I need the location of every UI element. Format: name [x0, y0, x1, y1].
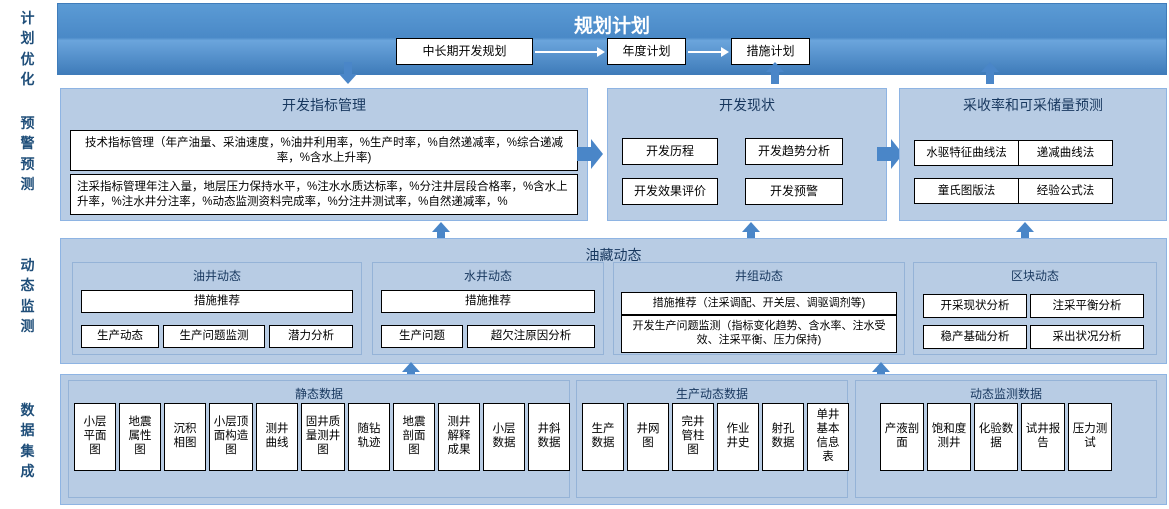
rail-char: 测 — [20, 175, 36, 192]
node-while-drilling-trajectory[interactable]: 随钻轨迹 — [348, 403, 390, 471]
node-logging-interpretation-results[interactable]: 测井解释成果 — [438, 403, 480, 471]
node-laboratory-test-data[interactable]: 化验数据 — [974, 403, 1018, 471]
rail-item-plan-optimization[interactable]: 计 划 优 化 — [0, 8, 56, 89]
node-over-under-injection-cause-analysis[interactable]: 超欠注原因分析 — [467, 325, 595, 348]
rail-char: 计 — [20, 10, 36, 26]
node-injection-production-index-management[interactable]: 注采指标管理年注入量，地层压力保持水平，%注水水质达标率，%分注井层段合格率，%… — [70, 174, 578, 215]
left-rail: 计 划 优 化 预 警 预 测 动 态 监 测 数 据 集 成 — [0, 0, 56, 509]
node-empirical-formula-method[interactable]: 经验公式法 — [1018, 178, 1113, 204]
rail-char: 成 — [20, 462, 36, 479]
node-oil-well-production-dynamics[interactable]: 生产动态 — [81, 325, 159, 348]
node-sedimentary-facies-map[interactable]: 沉积相图 — [164, 403, 206, 471]
node-development-effect-evaluation[interactable]: 开发效果评价 — [622, 178, 718, 205]
node-development-history[interactable]: 开发历程 — [622, 138, 718, 165]
node-well-test-report[interactable]: 试井报告 — [1021, 403, 1065, 471]
subpanel-title-production-dynamic-data: 生产动态数据 — [675, 387, 748, 401]
rail-char: 预 — [20, 115, 36, 131]
subpanel-title-water-well-dynamics: 水井动态 — [463, 269, 512, 283]
arrow-right-devindex-to-devstatus — [577, 139, 603, 169]
node-oil-well-measure-recommendation[interactable]: 措施推荐 — [81, 290, 353, 313]
arrow-plan-to-annual — [535, 47, 605, 57]
node-waterflood-characteristic-curve-method[interactable]: 水驱特征曲线法 — [914, 140, 1019, 166]
node-injection-production-balance-analysis[interactable]: 注采平衡分析 — [1030, 294, 1144, 318]
subpanel-title-dynamic-monitoring-data: 动态监测数据 — [969, 387, 1042, 401]
rail-char: 数 — [20, 402, 36, 418]
panel-title-recovery-prediction: 采收率和可采储量预测 — [963, 97, 1103, 113]
node-midlong-term-plan[interactable]: 中长期开发规划 — [396, 38, 533, 65]
node-water-well-production-problem[interactable]: 生产问题 — [381, 325, 463, 348]
node-technical-index-management[interactable]: 技术指标管理（年产油量、采油速度，%油井利用率，%生产时率，%自然递减率，%综合… — [70, 130, 578, 171]
banner-title: 规划计划 — [573, 16, 650, 37]
arrow-up-reservoir-to-devstatus — [742, 222, 760, 244]
node-tong-chart-method[interactable]: 童氏图版法 — [914, 178, 1019, 204]
subpanel-title-oil-well-dynamics: 油井动态 — [192, 269, 241, 283]
node-completion-string-diagram[interactable]: 完井管柱图 — [672, 403, 714, 471]
node-production-data[interactable]: 生产数据 — [582, 403, 624, 471]
panel-title-development-index: 开发指标管理 — [282, 97, 366, 113]
rail-item-dynamic-monitoring[interactable]: 动 态 监 测 — [0, 255, 56, 336]
rail-item-data-integration[interactable]: 数 据 集 成 — [0, 400, 56, 481]
node-well-group-measure-recommendation[interactable]: 措施推荐（注采调配、开关层、调驱调剂等) — [621, 292, 897, 315]
node-development-trend-analysis[interactable]: 开发趋势分析 — [745, 138, 843, 165]
rail-char: 化 — [20, 70, 36, 87]
node-production-liquid-profile[interactable]: 产液剖面 — [880, 403, 924, 471]
arrow-up-recovery-to-banner — [981, 62, 999, 84]
node-saturation-logging[interactable]: 饱和度测井 — [927, 403, 971, 471]
node-development-production-problem-monitoring[interactable]: 开发生产问题监测（指标变化趋势、含水率、注水受效、注采平衡、压力保持) — [621, 315, 897, 353]
node-workover-well-history[interactable]: 作业井史 — [717, 403, 759, 471]
rail-char: 划 — [20, 30, 36, 47]
node-well-pattern-map[interactable]: 井网图 — [627, 403, 669, 471]
node-water-well-measure-recommendation[interactable]: 措施推荐 — [381, 290, 595, 313]
rail-char: 态 — [20, 277, 36, 294]
subpanel-title-block-dynamics: 区块动态 — [1010, 269, 1059, 283]
node-measure-plan[interactable]: 措施计划 — [731, 38, 810, 65]
node-decline-curve-method[interactable]: 递减曲线法 — [1018, 140, 1113, 166]
rail-char: 据 — [20, 422, 36, 439]
node-current-production-status-analysis[interactable]: 开采现状分析 — [923, 294, 1027, 318]
subpanel-title-well-group-dynamics: 井组动态 — [734, 269, 783, 283]
node-sublayer-data[interactable]: 小层数据 — [483, 403, 525, 471]
node-pressure-test[interactable]: 压力测试 — [1068, 403, 1112, 471]
node-development-early-warning[interactable]: 开发预警 — [745, 178, 843, 205]
node-recovery-status-analysis[interactable]: 采出状况分析 — [1030, 325, 1144, 349]
rail-char: 动 — [20, 257, 36, 273]
arrow-down-banner-to-devindex — [339, 62, 357, 84]
node-annual-plan[interactable]: 年度计划 — [607, 38, 686, 65]
node-perforation-data[interactable]: 射孔数据 — [762, 403, 804, 471]
node-cementing-quality-log-map[interactable]: 固井质量测井图 — [301, 403, 345, 471]
rail-item-early-warning-prediction[interactable]: 预 警 预 测 — [0, 113, 56, 194]
arrow-annual-to-measure — [688, 47, 729, 57]
rail-char: 监 — [20, 297, 36, 314]
node-sublayer-top-structure-map[interactable]: 小层顶面构造图 — [209, 403, 253, 471]
node-single-well-basic-info-table[interactable]: 单井基本信息表 — [807, 403, 849, 471]
node-oil-well-production-problem-monitoring[interactable]: 生产问题监测 — [163, 325, 265, 348]
node-well-deviation-data[interactable]: 井斜数据 — [528, 403, 570, 471]
node-sublayer-plane-map[interactable]: 小层平面图 — [74, 403, 116, 471]
panel-title-development-status: 开发现状 — [719, 97, 775, 113]
panel-title-reservoir-dynamics: 油藏动态 — [585, 247, 642, 263]
arrow-up-reservoir-to-recovery — [1016, 222, 1034, 244]
rail-char: 集 — [20, 442, 36, 459]
node-stable-production-basis-analysis[interactable]: 稳产基础分析 — [923, 325, 1027, 349]
rail-char: 优 — [20, 50, 36, 67]
node-seismic-attribute-map[interactable]: 地震属性图 — [119, 403, 161, 471]
node-seismic-section-map[interactable]: 地震剖面图 — [393, 403, 435, 471]
node-well-logging-curve[interactable]: 测井曲线 — [256, 403, 298, 471]
rail-char: 预 — [20, 155, 36, 172]
subpanel-title-static-data: 静态数据 — [294, 387, 343, 401]
arrow-up-reservoir-to-devindex — [432, 222, 450, 244]
arrow-up-devstatus-to-banner — [766, 62, 784, 84]
rail-char: 测 — [20, 317, 36, 334]
rail-char: 警 — [20, 135, 36, 152]
node-oil-well-potential-analysis[interactable]: 潜力分析 — [269, 325, 353, 348]
